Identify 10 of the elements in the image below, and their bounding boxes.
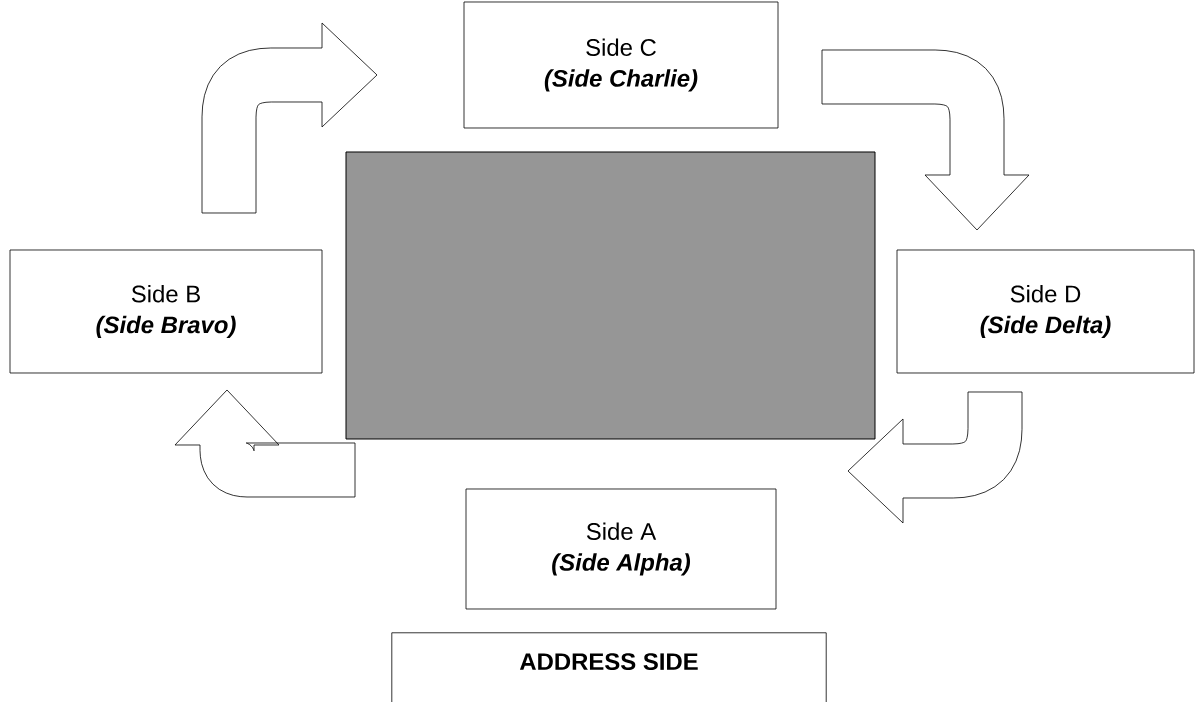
block-arrow [847,391,1023,524]
side-box: Side B (Side Bravo) [9,249,323,374]
side-box: Side C (Side Charlie) [463,1,779,129]
title-box: ADDRESS SIDE [391,632,827,702]
panel [345,151,876,440]
side-box: Side D (Side Delta) [896,249,1195,374]
block-arrow [821,49,1030,231]
side-box: Side A (Side Alpha) [465,488,777,610]
block-arrow [201,22,378,214]
block-arrow [174,389,356,498]
